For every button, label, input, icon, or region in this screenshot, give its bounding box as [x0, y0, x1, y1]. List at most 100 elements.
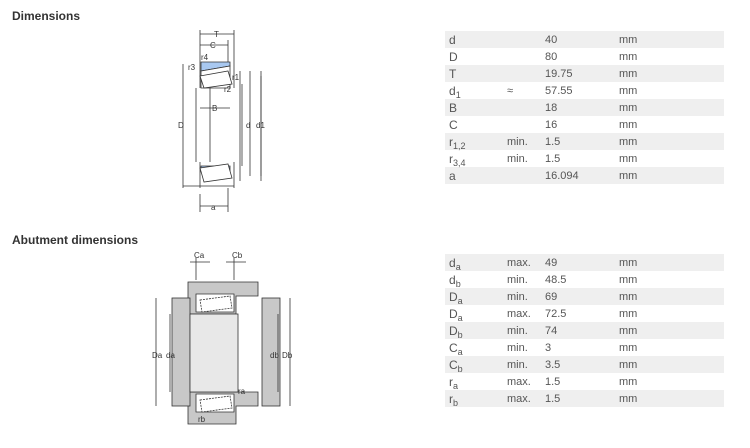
qualifier-cell: max.	[503, 390, 541, 407]
abutment-dimensions-drawing: Ca Cb Da da db Db ra rb	[152, 251, 293, 425]
symbol-cell: a	[445, 167, 503, 184]
qualifier-cell	[503, 116, 541, 133]
unit-cell: mm	[615, 390, 724, 407]
qualifier-cell: min.	[503, 356, 541, 373]
unit-cell: mm	[619, 118, 638, 131]
symbol-cell: r3,4	[449, 151, 466, 168]
table-row: B 18 mm	[445, 99, 724, 116]
table-row: d 40 mm	[445, 31, 724, 48]
symbol-cell: Da	[449, 306, 463, 323]
dimensions-title: Dimensions	[12, 9, 81, 23]
unit-cell: mm	[615, 322, 724, 339]
table-row: d1 ≈ 57.55 mm	[445, 82, 724, 100]
qualifier-cell: min.	[503, 322, 541, 339]
bearing-dimensions-drawing: T C r3 r4 r1 r2 B D d d1 a	[178, 30, 265, 212]
symbol-cell: da	[445, 254, 503, 271]
label-r1: r1	[232, 73, 240, 82]
label-r4: r4	[201, 53, 209, 62]
qualifier-cell	[503, 65, 541, 82]
symbol-cell: Db	[445, 322, 503, 339]
unit-cell: mm	[615, 167, 724, 184]
symbol-cell: Da	[445, 288, 503, 305]
symbol-cell: D	[449, 49, 458, 64]
unit-cell: mm	[615, 133, 724, 150]
label-da: da	[166, 351, 175, 360]
value-cell: 40	[541, 31, 615, 48]
value-cell: 48.5	[545, 273, 567, 286]
label-r2: r2	[224, 85, 232, 94]
unit-cell: mm	[619, 307, 638, 320]
value-cell: 19.75	[541, 65, 615, 82]
qualifier-cell: min.	[507, 273, 528, 286]
label-a: a	[211, 203, 216, 212]
label-Db: Db	[282, 351, 293, 360]
label-T: T	[214, 30, 219, 39]
unit-cell: mm	[615, 31, 724, 48]
value-cell: 18	[541, 99, 615, 116]
qualifier-cell	[503, 48, 541, 65]
unit-cell: mm	[615, 99, 724, 116]
table-row: da max. 49 mm	[445, 254, 724, 271]
symbol-cell: C	[449, 117, 458, 132]
symbol-cell: d	[445, 31, 503, 48]
qualifier-cell	[503, 99, 541, 116]
symbol-cell: B	[445, 99, 503, 116]
value-cell: 74	[541, 322, 615, 339]
value-cell: 80	[545, 50, 558, 63]
value-cell: 3	[545, 341, 552, 354]
symbol-cell: rb	[445, 390, 503, 407]
qualifier-cell: min.	[503, 133, 541, 150]
label-rb: rb	[198, 415, 206, 424]
qualifier-cell: max.	[503, 254, 541, 271]
unit-cell: mm	[615, 288, 724, 305]
qualifier-cell: min.	[507, 152, 528, 165]
unit-cell: mm	[619, 341, 638, 354]
symbol-cell: ra	[449, 374, 459, 391]
table-row: ra max. 1.5 mm	[445, 373, 724, 391]
unit-cell: mm	[619, 273, 638, 286]
label-B: B	[212, 104, 217, 113]
unit-cell: mm	[619, 375, 638, 388]
value-cell: 1.5	[541, 390, 615, 407]
value-cell: 16.094	[541, 167, 615, 184]
symbol-cell: Ca	[449, 340, 463, 357]
qualifier-cell: max.	[507, 307, 531, 320]
symbol-cell: d1	[449, 83, 461, 100]
label-Cb: Cb	[232, 251, 243, 260]
symbol-cell: r1,2	[445, 133, 503, 150]
dimensions-table: d 40 mm D 80 mm T 19.75 mm d1 ≈ 57.55 mm…	[445, 31, 724, 184]
value-cell: 16	[545, 118, 558, 131]
symbol-cell: Cb	[445, 356, 503, 373]
table-row: rb max. 1.5 mm	[445, 390, 724, 407]
label-d: d	[246, 121, 250, 130]
qualifier-cell	[503, 31, 541, 48]
label-Ca: Ca	[194, 251, 205, 260]
unit-cell: mm	[619, 152, 638, 165]
abutment-dimensions-title: Abutment dimensions	[12, 233, 139, 247]
label-ra: ra	[238, 387, 246, 396]
value-cell: 69	[541, 288, 615, 305]
label-r3: r3	[188, 63, 196, 72]
table-row: a 16.094 mm	[445, 167, 724, 184]
table-row: Ca min. 3 mm	[445, 339, 724, 357]
table-row: D 80 mm	[445, 48, 724, 65]
value-cell: 1.5	[545, 375, 561, 388]
qualifier-cell	[503, 167, 541, 184]
value-cell: 72.5	[545, 307, 567, 320]
table-row: r3,4 min. 1.5 mm	[445, 150, 724, 168]
symbol-cell: db	[449, 272, 461, 289]
table-row: r1,2 min. 1.5 mm	[445, 133, 724, 150]
unit-cell: mm	[615, 254, 724, 271]
abutment-table: da max. 49 mm db min. 48.5 mm Da min. 69…	[445, 254, 724, 407]
value-cell: 1.5	[541, 133, 615, 150]
label-Da: Da	[152, 351, 163, 360]
table-row: C 16 mm	[445, 116, 724, 133]
symbol-cell: T	[445, 65, 503, 82]
label-D: D	[178, 121, 184, 130]
table-row: Da max. 72.5 mm	[445, 305, 724, 323]
qualifier-cell: min.	[507, 341, 528, 354]
label-db: db	[270, 351, 279, 360]
value-cell: 1.5	[545, 152, 561, 165]
table-row: Da min. 69 mm	[445, 288, 724, 305]
value-cell: 57.55	[545, 84, 573, 97]
